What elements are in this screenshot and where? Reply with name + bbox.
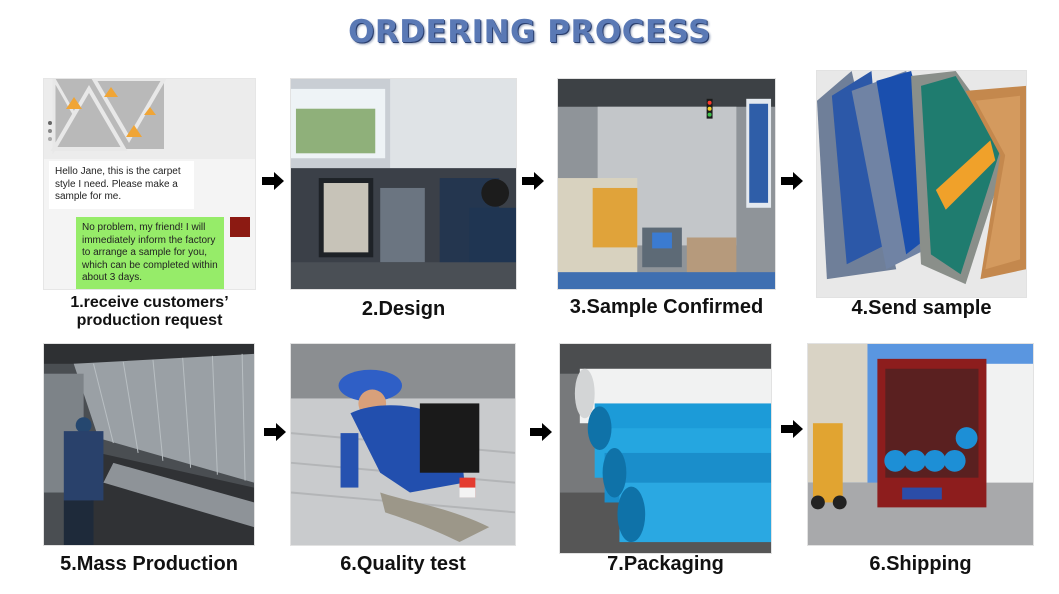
- mass-production-photo: [43, 343, 255, 546]
- step-4-label: 4.Send sample: [851, 297, 992, 319]
- page-title: ORDERING PROCESS: [348, 14, 711, 50]
- step-2-label: 2.Design: [361, 298, 446, 320]
- right-arrow-icon: [262, 172, 284, 190]
- step-6-label: 6.Quality test: [340, 553, 466, 575]
- design-office-photo: [290, 78, 517, 290]
- step-8-label: 6.Shipping: [869, 553, 972, 575]
- shipping-photo: [807, 343, 1034, 546]
- step-1-label: 1.receive customers’ production request: [70, 294, 229, 330]
- right-arrow-icon: [781, 420, 803, 438]
- right-arrow-icon: [522, 172, 544, 190]
- step-5-label: 5.Mass Production: [60, 553, 238, 575]
- reply-message-bubble: No problem, my friend! I will immediatel…: [76, 217, 224, 289]
- carpet-pattern-thumbnail: [44, 79, 255, 159]
- carpet-samples-photo: [816, 70, 1027, 298]
- right-arrow-icon: [530, 423, 552, 441]
- quality-test-photo: [290, 343, 516, 546]
- right-arrow-icon: [264, 423, 286, 441]
- right-arrow-icon: [781, 172, 803, 190]
- chat-screenshot: Hello Jane, this is the carpet style I n…: [43, 78, 256, 290]
- packaging-photo: [559, 343, 772, 554]
- step-7-label: 7.Packaging: [607, 553, 724, 575]
- step-3-label: 3.Sample Confirmed: [569, 296, 764, 318]
- sample-machine-photo: [557, 78, 776, 290]
- avatar: [230, 217, 250, 237]
- customer-message-bubble: Hello Jane, this is the carpet style I n…: [49, 161, 194, 209]
